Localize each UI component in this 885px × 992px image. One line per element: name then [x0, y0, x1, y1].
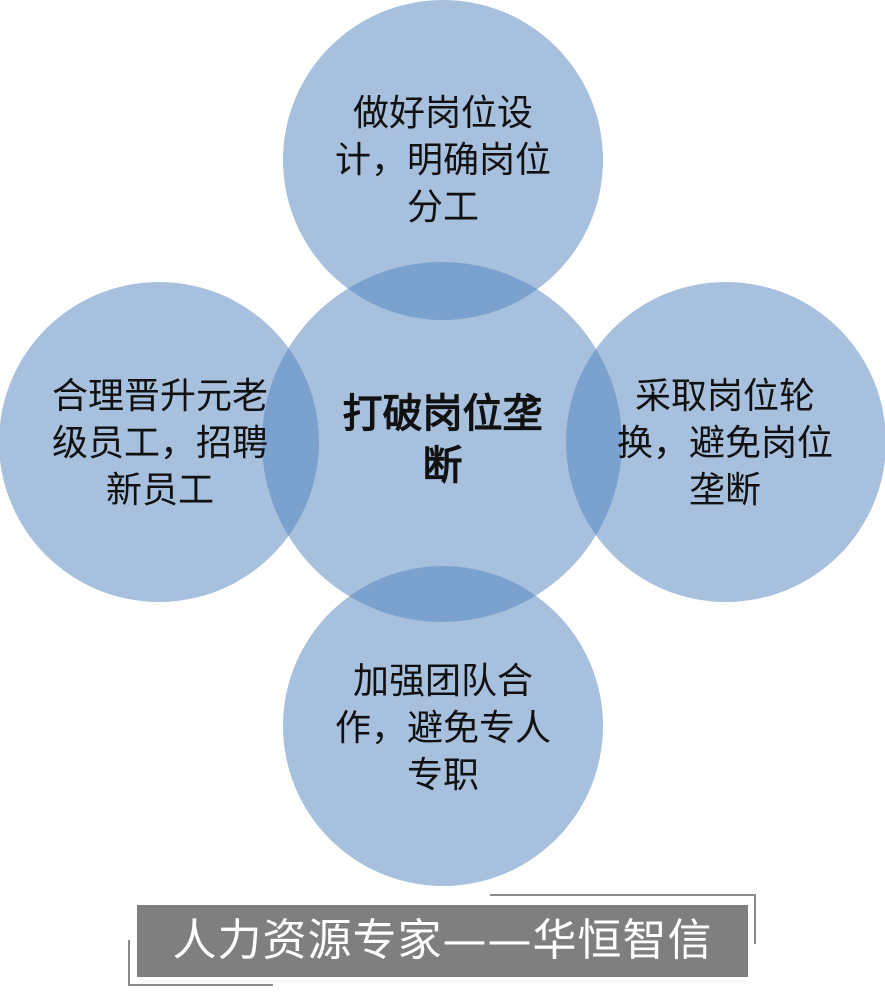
- bottom-circle: [283, 566, 603, 886]
- right-label: 采取岗位轮换，避免岗位垄断: [616, 376, 833, 511]
- center-circle: [262, 262, 622, 622]
- bracket-right: [754, 894, 756, 944]
- bracket-top: [490, 894, 756, 896]
- top-circle: [283, 0, 603, 320]
- left-label: 合理晋升元老级员工，招聘新员工: [51, 376, 268, 511]
- footer-banner: 人力资源专家——华恒智信: [137, 905, 748, 977]
- bracket-bottom: [128, 984, 273, 986]
- left-circle: [0, 282, 319, 602]
- bracket-left: [128, 940, 130, 986]
- top-label: 做好岗位设计，明确岗位分工: [334, 93, 551, 228]
- right-circle: [566, 282, 885, 602]
- center-label: 打破岗位垄断: [342, 391, 543, 489]
- bottom-label: 加强团队合作，避免专人专职: [334, 661, 551, 796]
